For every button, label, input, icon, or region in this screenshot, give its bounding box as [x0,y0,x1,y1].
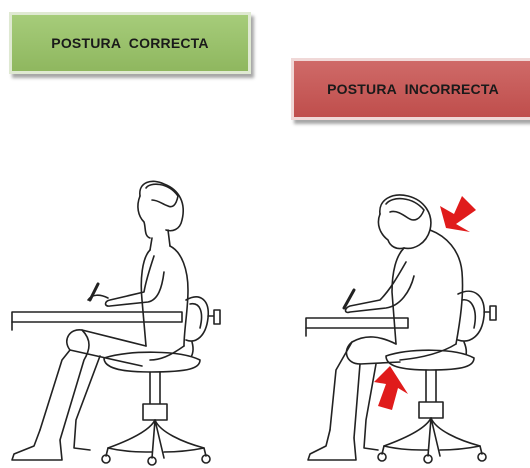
correct-desk [11,311,183,331]
correct-posture-figure [11,180,221,466]
incorrect-posture-label: POSTURA INCORRECTA [291,58,530,120]
back-arrow-icon [440,196,476,232]
incorrect-chair [377,290,497,464]
correct-posture-label-text: POSTURA CORRECTA [51,35,209,51]
incorrect-desk [305,317,409,337]
correct-person [11,180,189,461]
incorrect-posture-label-text: POSTURA INCORRECTA [327,81,499,97]
correct-posture-label: POSTURA CORRECTA [9,12,251,74]
thigh-arrow-icon [374,366,408,410]
correct-chair [101,296,221,466]
incorrect-person [307,194,464,461]
incorrect-posture-figure [305,194,497,464]
